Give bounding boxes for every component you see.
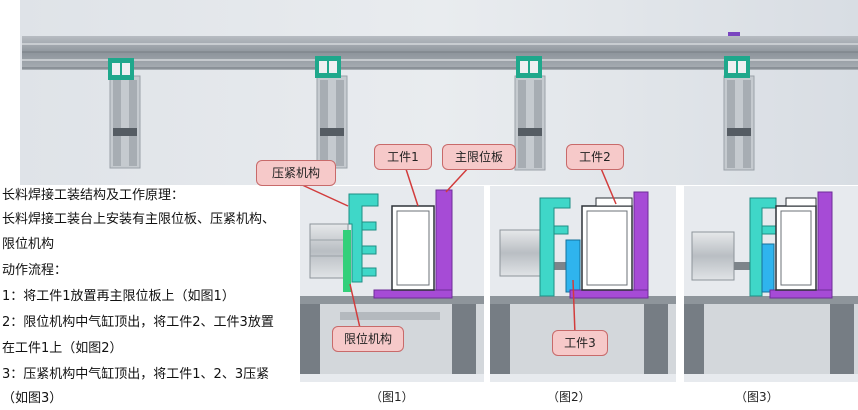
flow-title: 动作流程：	[2, 263, 68, 278]
description-title: 长料焊接工装结构及工作原理：	[2, 188, 185, 203]
support-post-1	[108, 58, 141, 169]
callout-clamp-mechanism: 压紧机构	[256, 160, 336, 186]
fixture-overview	[20, 0, 858, 185]
step-3-line-1: 3：压紧机构中气缸顶出，将工件1、2、3压紧	[2, 367, 270, 382]
callout-main-limit-plate: 主限位板	[442, 144, 516, 170]
support-post-3	[514, 56, 546, 171]
step-1: 1：将工件1放置再主限位板上（如图1）	[2, 289, 235, 304]
callout-leaders	[299, 165, 617, 335]
support-post-4	[723, 56, 755, 171]
callout-limit-mechanism: 限位机构	[332, 326, 404, 352]
caption-figure-1: （图1）	[370, 390, 414, 404]
caption-figure-3: （图3）	[735, 390, 779, 404]
callout-workpiece-1: 工件1	[374, 144, 432, 170]
step-2-line-1: 2：限位机构中气缸顶出，将工件2、工件3放置	[2, 315, 274, 330]
caption-figure-2: （图2）	[547, 390, 591, 404]
step-2-line-2: 在工件1上（如图2）	[2, 341, 123, 356]
callout-workpiece-2: 工件2	[566, 144, 624, 170]
step-3-line-2: （如图3）	[2, 391, 63, 406]
figure-3-panel	[684, 186, 858, 382]
description-line-1: 长料焊接工装台上安装有主限位板、压紧机构、	[2, 212, 276, 227]
figure-1-panel	[300, 186, 484, 382]
callout-workpiece-3: 工件3	[552, 330, 608, 356]
description-line-2: 限位机构	[2, 237, 55, 252]
